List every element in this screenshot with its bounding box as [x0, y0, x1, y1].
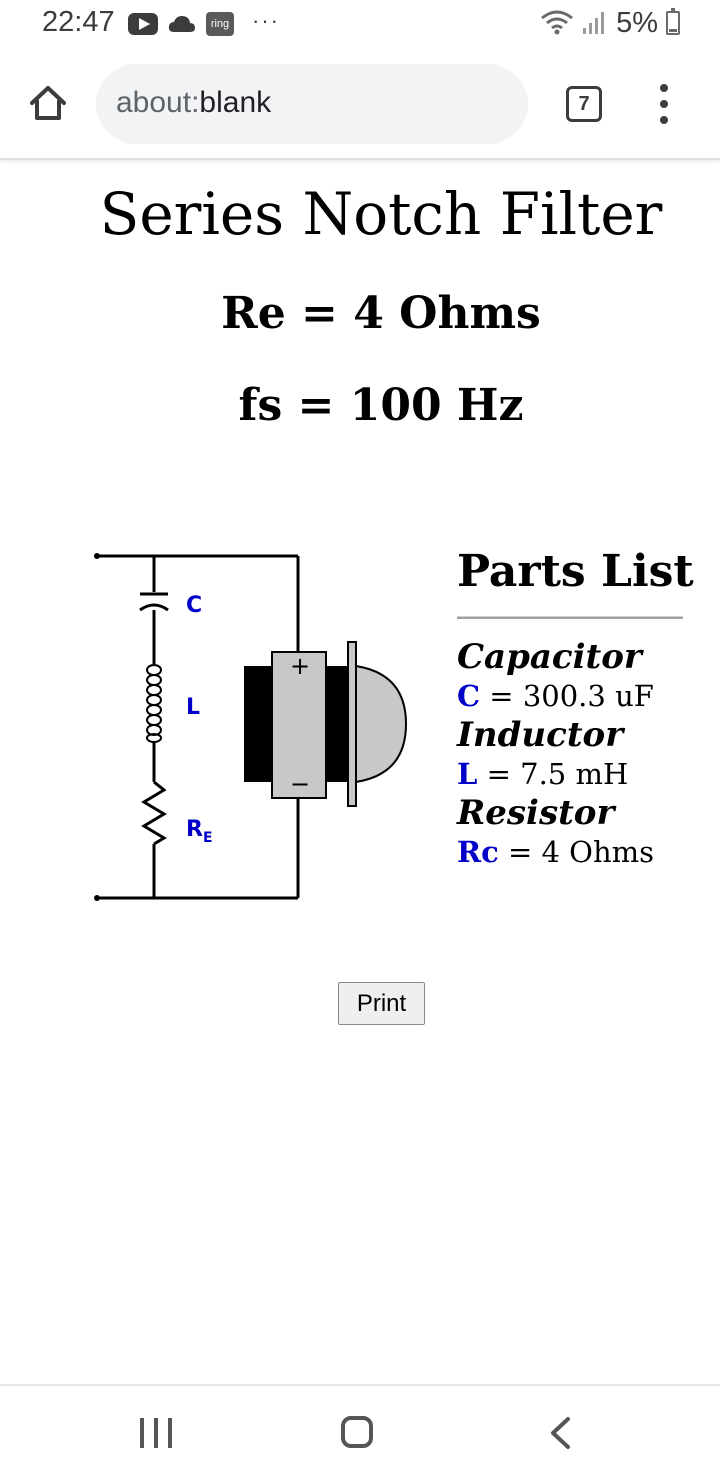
- tab-count: 7: [578, 92, 590, 115]
- fs-value-heading: fs = 100 Hz: [238, 380, 524, 431]
- capacitor-symbol-text: C: [457, 679, 481, 713]
- status-time: 22:47: [42, 6, 115, 38]
- page-title: Series Notch Filter: [99, 180, 663, 248]
- system-nav-bar: [0, 1384, 720, 1480]
- tab-switcher-button[interactable]: 7: [566, 86, 602, 122]
- capacitor-value-text: = 300.3 uF: [480, 679, 654, 713]
- capacitor-heading: Capacitor: [457, 637, 642, 677]
- browser-toolbar: about:blank 7: [0, 48, 720, 160]
- re-value-heading: Re = 4 Ohms: [221, 288, 541, 339]
- nav-home-icon[interactable]: [341, 1416, 373, 1448]
- print-button[interactable]: Print: [338, 982, 425, 1025]
- resistor-symbol-text: Rc: [457, 835, 499, 869]
- ring-icon: ring: [206, 12, 234, 36]
- speaker-icon: + −: [244, 641, 408, 807]
- signal-icon: [583, 12, 605, 34]
- circuit-wires: [94, 553, 300, 901]
- resistor-label: RE: [186, 817, 213, 846]
- page-content: Series Notch Filter Re = 4 Ohms fs = 100…: [0, 160, 720, 1384]
- back-icon[interactable]: [548, 1416, 572, 1450]
- capacitor-value: C = 300.3 uF: [457, 677, 683, 715]
- battery-percent: 5%: [616, 6, 658, 39]
- resistor-label-main: R: [186, 817, 203, 842]
- inductor-value-text: = 7.5 mH: [477, 757, 629, 791]
- cloud-icon: [168, 16, 195, 32]
- overflow-menu-icon[interactable]: [654, 84, 674, 124]
- inductor-value: L = 7.5 mH: [457, 755, 683, 793]
- capacitor-label: C: [186, 593, 202, 618]
- resistor-value: Rc = 4 Ohms: [457, 833, 683, 871]
- wifi-icon: [541, 10, 574, 35]
- resistor-value-text: = 4 Ohms: [498, 835, 655, 869]
- status-bar: 22:47 ring ··· 5%: [0, 0, 720, 48]
- speaker-plus: +: [290, 652, 310, 680]
- url-text[interactable]: about:blank: [116, 86, 271, 120]
- capacitor-symbol: [139, 592, 169, 612]
- more-notifications-icon: ···: [252, 8, 280, 33]
- parts-list-divider: [457, 616, 683, 619]
- address-bar[interactable]: about:blank: [96, 64, 528, 144]
- resistor-label-sub: E: [203, 830, 213, 846]
- filter-schematic: C L RE + −: [94, 553, 408, 901]
- url-path: blank: [199, 86, 272, 119]
- resistor-heading: Resistor: [457, 793, 615, 833]
- recent-apps-icon[interactable]: [140, 1418, 172, 1448]
- parts-list-title: Parts List: [457, 546, 694, 597]
- system-icons: 5%: [540, 6, 680, 40]
- speaker-minus: −: [290, 770, 310, 798]
- notification-icons: ring ···: [128, 8, 280, 38]
- parts-list: Parts List Capacitor C = 300.3 uF Induct…: [457, 542, 694, 871]
- battery-icon: [666, 8, 680, 35]
- inductor-symbol: [146, 664, 162, 743]
- home-icon[interactable]: [28, 84, 68, 122]
- youtube-icon: [128, 13, 158, 35]
- url-scheme: about:: [116, 86, 200, 119]
- inductor-label: L: [186, 695, 200, 720]
- resistor-symbol: [141, 780, 167, 846]
- inductor-heading: Inductor: [457, 715, 624, 755]
- inductor-symbol-text: L: [457, 757, 478, 791]
